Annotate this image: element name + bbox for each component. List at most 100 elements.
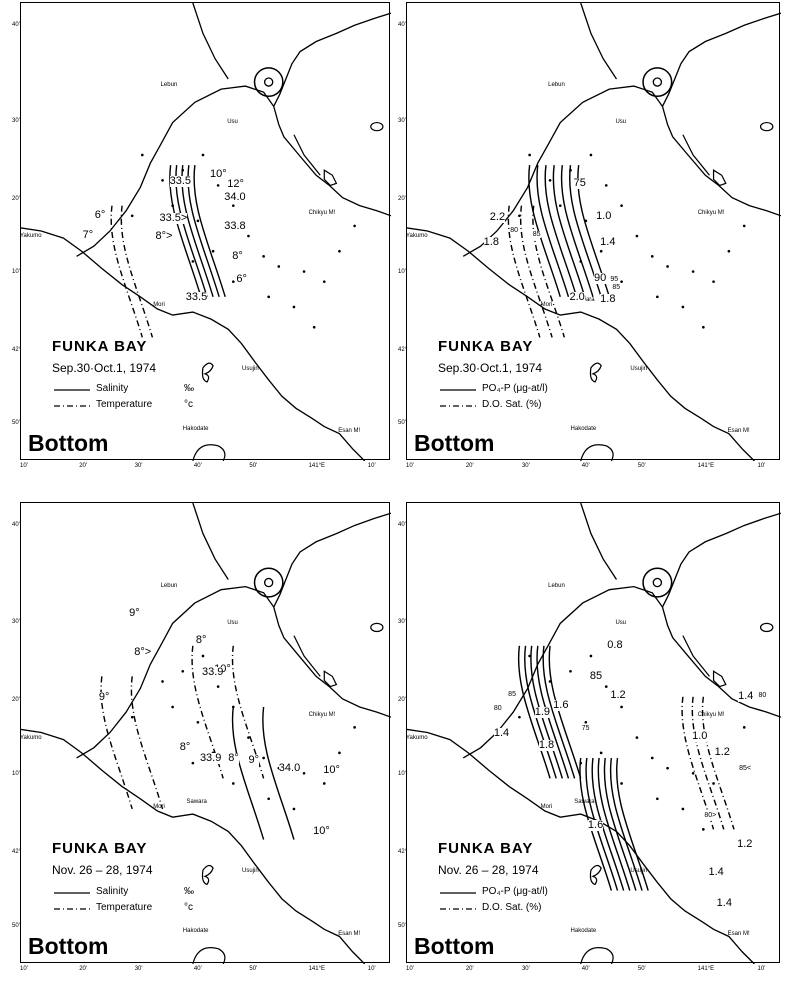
station-dot	[161, 680, 164, 683]
contour-line	[536, 165, 570, 298]
place-name-lebun: Lebun	[548, 582, 565, 589]
station-dot	[604, 184, 608, 187]
lake-outline	[759, 622, 774, 633]
contour-value-label: 2.0	[569, 290, 585, 303]
contour-line	[507, 205, 541, 338]
station-dot	[620, 705, 623, 709]
lat-tick-label: 30'	[398, 118, 406, 125]
place-name-yakumo: Yakumo	[20, 233, 42, 240]
contour-value-label: 6°	[236, 272, 247, 285]
place-name-chikyu: Chikyu M!	[308, 210, 336, 217]
coastline	[192, 947, 226, 964]
station-dot	[216, 184, 220, 187]
lat-tick-label: 20'	[12, 697, 20, 704]
legend-solid-line	[54, 389, 90, 392]
station-dot	[201, 654, 205, 658]
legend-unit: °c	[184, 902, 193, 914]
contour-line	[609, 757, 643, 891]
station-dot	[247, 736, 250, 739]
lon-tick-label: 20'	[465, 966, 474, 972]
place-name-chikyu: Chikyu M!	[697, 711, 725, 718]
station-dot	[635, 234, 639, 238]
station-dot	[604, 685, 608, 688]
station-dot	[338, 751, 341, 755]
contour-value-label: 80	[758, 691, 767, 699]
station-dot	[666, 265, 669, 268]
station-dot	[130, 715, 134, 719]
onuma-lake-outline	[589, 864, 602, 886]
station-dot	[702, 325, 705, 329]
contour-line	[528, 165, 561, 298]
contour-value-label: 1.4	[600, 236, 616, 249]
nakajima-island	[652, 577, 663, 588]
contour-line	[100, 676, 133, 810]
coastline	[462, 85, 781, 257]
nakajima-island	[652, 77, 663, 87]
contour-line	[110, 205, 143, 338]
station-dot	[140, 153, 144, 157]
legend-solid-line	[440, 389, 476, 392]
lat-tick-label: 30'	[12, 618, 20, 625]
lon-tick-label: 10'	[406, 463, 414, 469]
lon-tick-label: 141°E	[697, 463, 715, 469]
panel-date: Sep.30·Oct.1, 1974	[438, 360, 543, 375]
lon-tick-label: 20'	[79, 463, 88, 469]
lat-tick-label: 10'	[12, 770, 20, 777]
lon-tick-label: 50'	[637, 463, 646, 469]
lon-tick-label: 10'	[757, 966, 766, 972]
legend-solid-line	[54, 892, 90, 894]
contour-value-label: 8°>	[155, 230, 173, 242]
bottom-layer-label: Bottom	[412, 933, 497, 959]
station-dot	[353, 224, 356, 228]
place-name-esan: Esan M!	[338, 930, 361, 937]
coastline	[407, 728, 755, 964]
station-dot	[312, 325, 316, 329]
lon-tick-label: 40'	[581, 966, 590, 972]
lon-tick-label: 50'	[249, 463, 258, 469]
lake-toya-outline	[642, 567, 673, 598]
station-dot	[353, 726, 356, 729]
lat-tick-label: 50'	[12, 420, 20, 427]
legend-label: Salinity	[96, 383, 129, 395]
place-name-esan: Esan M!	[338, 427, 361, 434]
contour-value-label: 8°	[195, 633, 207, 646]
lon-tick-label: 10'	[757, 463, 766, 469]
contour-line	[603, 757, 637, 891]
bottom-layer-label: Bottom	[26, 933, 111, 959]
bottom-layer-label: Bottom	[412, 430, 497, 456]
lat-tick-label: 40'	[398, 21, 406, 28]
panel-title: FUNKA BAY	[52, 337, 148, 355]
station-dot	[569, 669, 572, 673]
contour-value-label: 9°	[248, 753, 259, 766]
contour-line	[262, 706, 295, 840]
contour-value-label: 8°	[228, 751, 239, 764]
lon-tick-label: 30'	[521, 966, 530, 972]
lat-tick-label: 10'	[398, 269, 406, 276]
lat-tick-label: 10'	[398, 770, 406, 777]
station-dot	[681, 305, 685, 309]
island-outline	[712, 670, 727, 688]
coastline	[76, 85, 391, 257]
station-dot	[599, 249, 603, 253]
legend-label: D.O. Sat. (%)	[482, 902, 542, 914]
lon-tick-label: 40'	[581, 463, 590, 469]
place-name-usu: Usu	[615, 619, 627, 626]
lat-tick-label: 30'	[398, 618, 406, 625]
place-name-sawara: Sawara	[574, 799, 595, 806]
place-name-lebun: Lebun	[160, 82, 178, 89]
legend-dashdot-line	[440, 908, 476, 910]
legend-dashdot-line	[54, 908, 90, 910]
contour-value-label: 85<	[739, 765, 751, 773]
station-dot	[247, 234, 250, 238]
map-frame	[20, 2, 391, 461]
station-dot	[518, 715, 521, 719]
contour-line	[120, 205, 154, 338]
contour-line	[597, 757, 631, 891]
place-name-usu: Usu	[615, 118, 627, 125]
contour-value-label: 80	[510, 226, 519, 234]
legend-dashdot-line	[440, 405, 476, 408]
contour-value-label: 75	[573, 177, 586, 190]
lon-tick-label: 141°E	[697, 966, 715, 972]
contour-value-label: 8°	[179, 740, 191, 753]
